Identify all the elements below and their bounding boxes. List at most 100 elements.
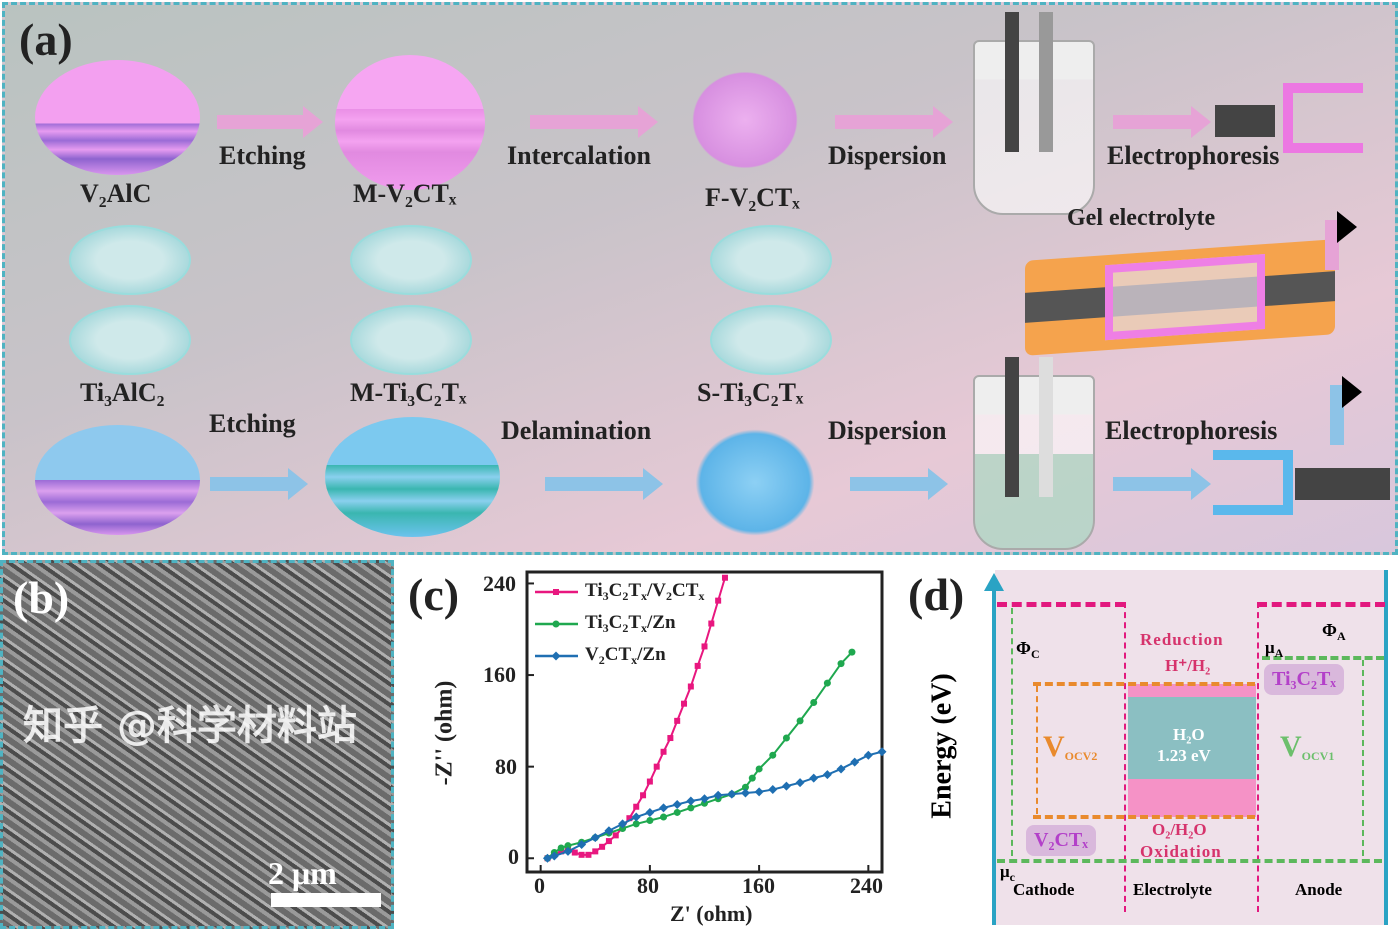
data-point bbox=[686, 796, 696, 806]
arrow-up-icon bbox=[984, 573, 1004, 591]
data-point bbox=[822, 770, 832, 780]
beaker-bottom bbox=[973, 357, 1095, 550]
data-point bbox=[633, 803, 640, 810]
arrow-icon bbox=[210, 468, 308, 500]
mu-a-subscript: A bbox=[1274, 646, 1284, 660]
data-point bbox=[740, 788, 750, 798]
phi-symbol: Φ bbox=[1322, 620, 1337, 640]
data-point bbox=[646, 778, 653, 785]
plot-frame bbox=[525, 570, 884, 874]
data-point bbox=[585, 851, 592, 858]
phi-c-subscript: C bbox=[1030, 647, 1040, 661]
data-point bbox=[599, 843, 606, 850]
electrode-holder bbox=[1215, 105, 1275, 137]
data-point bbox=[564, 842, 572, 850]
data-point bbox=[782, 734, 790, 742]
x-axis-label: Z' (ohm) bbox=[670, 901, 753, 926]
data-point bbox=[659, 803, 669, 813]
data-point bbox=[700, 794, 709, 804]
panel-d-letter: (d) bbox=[908, 569, 965, 620]
panel-b-letter: (b) bbox=[13, 572, 70, 623]
data-point bbox=[687, 804, 695, 812]
beaker-top bbox=[973, 12, 1095, 215]
data-point bbox=[795, 778, 805, 788]
panel-c-chart: (c) 240 160 80 0 0 80 160 240 Z' (ohm) -… bbox=[400, 560, 900, 929]
arrow-icon bbox=[530, 106, 658, 138]
legend-entry-3: V2CTx/Zn bbox=[585, 644, 666, 667]
y-tick: 80 bbox=[495, 754, 517, 779]
divider bbox=[1124, 602, 1126, 912]
reduction-couple: H⁺/H₂ bbox=[1165, 656, 1211, 675]
step-electrophoresis-top: Electrophoresis bbox=[1107, 141, 1280, 170]
legend-marker-3 bbox=[551, 651, 561, 661]
arrow-icon bbox=[545, 468, 663, 500]
v2alc-block bbox=[35, 60, 200, 175]
s-ti3c2tx-flakes bbox=[685, 420, 825, 545]
data-point bbox=[619, 824, 627, 832]
cathode-material-badge: V₂CTₓ bbox=[1026, 825, 1096, 856]
structure-oval bbox=[350, 225, 472, 295]
panel-a-letter: (a) bbox=[19, 14, 73, 65]
data-point bbox=[755, 765, 763, 773]
data-point bbox=[701, 643, 708, 650]
series-line-2 bbox=[546, 651, 853, 860]
cathode-level bbox=[1033, 682, 1255, 686]
structure-oval bbox=[710, 225, 832, 295]
data-point bbox=[577, 840, 587, 850]
legend-entry-2: Ti3C2Tx/Zn bbox=[585, 612, 676, 635]
electrode-icon bbox=[1005, 357, 1019, 497]
data-point bbox=[694, 662, 701, 669]
structure-oval bbox=[69, 305, 191, 375]
anode-fermi-level bbox=[1262, 656, 1384, 660]
y-tick: 240 bbox=[483, 571, 516, 596]
label-v2alc: V₂AlC bbox=[80, 179, 152, 208]
data-point bbox=[721, 574, 728, 581]
panel-a-schematic: (a) Etching V₂AlC Intercalation M-V₂CTₓ … bbox=[2, 2, 1398, 555]
x-tick: 80 bbox=[637, 873, 659, 898]
x-tick: 160 bbox=[742, 873, 775, 898]
data-point bbox=[605, 838, 612, 845]
data-point bbox=[810, 699, 818, 707]
mu-symbol: μ bbox=[1000, 862, 1010, 881]
legend-marker-2 bbox=[552, 620, 560, 628]
data-point bbox=[631, 812, 641, 822]
data-point bbox=[708, 620, 715, 627]
step-dispersion-bottom: Dispersion bbox=[828, 416, 947, 445]
label-f-v2ctx: F-V₂CTₓ bbox=[705, 183, 800, 212]
data-point bbox=[673, 808, 681, 816]
arrow-icon bbox=[1113, 106, 1211, 138]
data-point bbox=[660, 813, 668, 821]
step-intercalation: Intercalation bbox=[507, 141, 651, 170]
anode-material-badge: Ti₃C₂Tₓ bbox=[1264, 664, 1345, 695]
arrow-icon bbox=[1113, 468, 1211, 500]
vocv1-label: VOCV1 bbox=[1280, 730, 1334, 764]
data-point bbox=[646, 816, 654, 824]
v-symbol: V bbox=[1043, 730, 1065, 763]
m-ti3c2tx-block bbox=[325, 417, 500, 537]
phi-c-arrow bbox=[1011, 608, 1013, 856]
data-point bbox=[681, 700, 688, 707]
label-m-v2ctx: M-V₂CTₓ bbox=[353, 179, 457, 208]
data-point bbox=[653, 763, 660, 770]
water-label: H₂O bbox=[1173, 725, 1205, 744]
label-ti3alc2: Ti₃AlC₂ bbox=[80, 378, 165, 407]
oxidation-label: Oxidation bbox=[1140, 842, 1222, 861]
data-point bbox=[836, 764, 846, 774]
label-m-ti3c2tx: M-Ti₃C₂Tₓ bbox=[350, 378, 467, 407]
step-delamination: Delamination bbox=[501, 416, 652, 445]
data-point bbox=[741, 783, 749, 791]
oxidation-level bbox=[1033, 815, 1255, 819]
device-electrodes bbox=[1105, 254, 1265, 341]
energy-axis-label: Energy (eV) bbox=[926, 673, 958, 819]
fermi-level bbox=[997, 859, 1382, 863]
phi-c-label: ΦC bbox=[1016, 638, 1040, 662]
data-point bbox=[796, 717, 804, 725]
phi-a-label: ΦA bbox=[1322, 620, 1346, 644]
y-tick: 0 bbox=[508, 844, 519, 869]
vocv2-label: VOCV2 bbox=[1043, 730, 1097, 764]
x-tick: 0 bbox=[534, 873, 545, 898]
m-v2ctx-block bbox=[335, 55, 485, 190]
arrow-icon bbox=[835, 106, 953, 138]
vocv1-arrow bbox=[1362, 660, 1364, 856]
right-border bbox=[1384, 570, 1388, 925]
